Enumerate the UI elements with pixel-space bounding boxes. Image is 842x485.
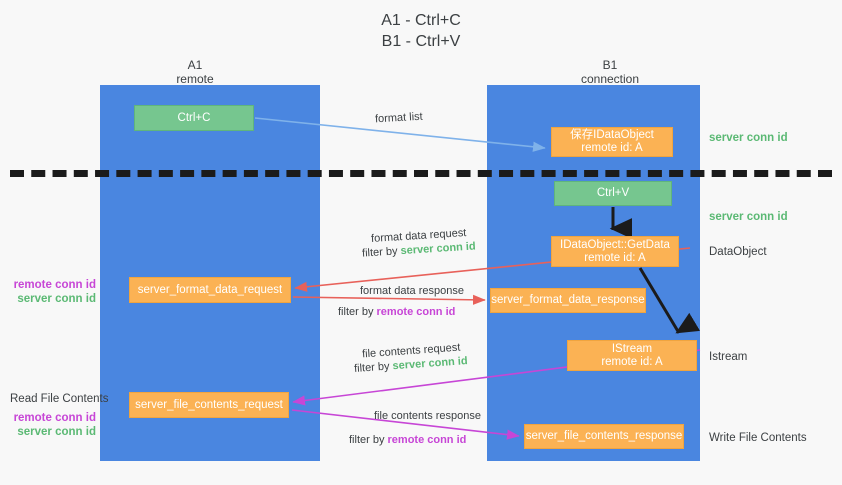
filter-key-remote-conn-id: remote conn id (376, 306, 456, 318)
filter-key-remote-conn-id: remote conn id (387, 434, 467, 446)
label-conn-ids-format: remote conn id server conn id (10, 278, 96, 306)
filter-prefix: filter by (353, 360, 393, 375)
label-server-conn-id-top: server conn id (709, 132, 788, 144)
label-server-conn-id-1: server conn id (17, 293, 96, 305)
annotation-format-data-response: format data response (360, 285, 464, 297)
label-remote-conn-id-2: remote conn id (13, 412, 96, 424)
node-server-format-data-request[interactable]: server_format_data_request (129, 277, 291, 303)
node-istream[interactable]: IStream remote id: A (567, 340, 697, 371)
phase-divider (10, 170, 832, 177)
annotation-file-contents-response-filter: filter by remote conn id (349, 433, 466, 447)
filter-key-server-conn-id: server conn id (400, 240, 476, 258)
label-conn-ids-file: remote conn id server conn id (10, 411, 96, 439)
node-ctrl-v[interactable]: Ctrl+V (554, 181, 672, 206)
filter-key-server-conn-id: server conn id (392, 355, 468, 373)
filter-prefix: filter by (338, 306, 377, 318)
node-server-format-data-response[interactable]: server_format_data_response (490, 288, 646, 313)
label-read-file-contents: Read File Contents (10, 393, 109, 405)
annotation-format-data-response-filter: filter by remote conn id (338, 305, 455, 319)
label-server-conn-id-2: server conn id (17, 426, 96, 438)
label-dataobject: DataObject (709, 246, 767, 258)
label-istream: Istream (709, 351, 748, 363)
label-write-file-contents: Write File Contents (709, 432, 807, 444)
diagram-title: A1 - Ctrl+C B1 - Ctrl+V (381, 12, 461, 50)
node-ctrl-c[interactable]: Ctrl+C (134, 105, 254, 131)
lane-header-a1: A1 remote (176, 58, 214, 86)
node-idataobject-getdata[interactable]: IDataObject::GetData remote id: A (551, 236, 679, 267)
label-server-conn-id-mid: server conn id (709, 211, 788, 223)
node-save-idataobject[interactable]: 保存IDataObject remote id: A (551, 127, 673, 157)
annotation-file-contents-response: file contents response (374, 410, 482, 422)
filter-prefix: filter by (361, 245, 401, 260)
annotation-format-list: format list (374, 110, 423, 126)
filter-prefix: filter by (349, 434, 388, 446)
node-server-file-contents-response[interactable]: server_file_contents_response (524, 424, 684, 449)
label-remote-conn-id-1: remote conn id (13, 279, 96, 291)
node-server-file-contents-request[interactable]: server_file_contents_request (129, 392, 289, 418)
lane-header-b1: B1 connection (580, 58, 640, 86)
